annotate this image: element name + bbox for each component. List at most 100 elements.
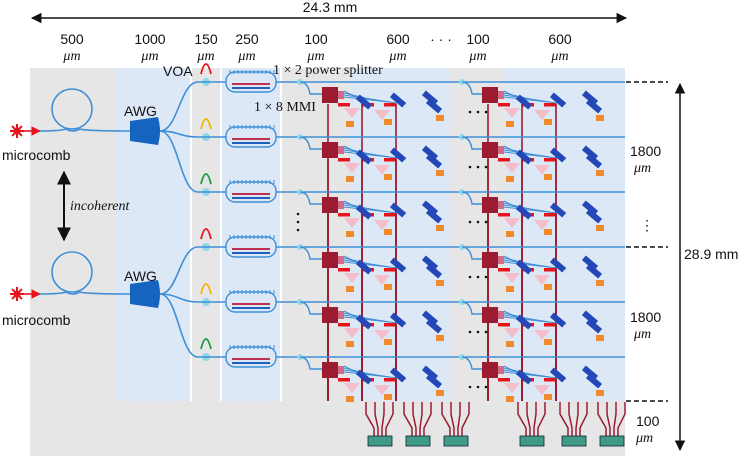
region-array-2 xyxy=(505,68,625,401)
pad-trace xyxy=(613,402,617,436)
phase-shifter-icon xyxy=(425,208,443,224)
row-5 xyxy=(198,338,625,402)
incoherent-label: incoherent xyxy=(70,199,130,214)
svg-text:μm: μm xyxy=(237,49,255,64)
bond-pad-group-1 xyxy=(403,402,432,447)
phase-shifter-icon xyxy=(581,365,599,381)
mmi-block-icon xyxy=(482,142,498,158)
detector-icon xyxy=(346,121,354,127)
splitter-label: 1 × 2 power splitter xyxy=(273,63,383,78)
region-gap xyxy=(450,68,505,401)
phase-shifter-icon xyxy=(355,259,373,275)
detector-icon xyxy=(436,225,444,231)
source-unit-0 xyxy=(10,81,199,193)
mmi-block-icon xyxy=(482,307,498,323)
detector-icon xyxy=(596,280,604,286)
phase-shifter-icon xyxy=(425,98,443,114)
ellipsis-dot xyxy=(484,110,488,114)
pad-trace xyxy=(579,402,588,436)
mmi-block-icon xyxy=(322,197,338,213)
photonic-circuit xyxy=(10,63,626,447)
pad-trace xyxy=(381,402,385,436)
ellipsis-dot xyxy=(476,110,480,114)
detector-icon xyxy=(506,176,514,182)
phase-shifter-icon xyxy=(585,153,603,169)
svg-text:μm: μm xyxy=(468,49,486,64)
phase-shifter-icon xyxy=(421,310,439,326)
detector-icon xyxy=(544,394,552,400)
microcomb-label-bottom: microcomb xyxy=(2,312,71,328)
detector-icon xyxy=(436,115,444,121)
detector-icon xyxy=(596,170,604,176)
pad-trace xyxy=(419,402,423,436)
ellipsis-dot xyxy=(468,220,472,224)
ellipsis-dot xyxy=(484,330,488,334)
phase-shifter-icon xyxy=(355,94,373,110)
phase-shifter-icon xyxy=(421,90,439,106)
mmi-label: 1 × 8 MMI xyxy=(254,100,316,115)
svg-text:100: 100 xyxy=(304,31,328,47)
detector-icon xyxy=(384,339,392,345)
pad-trace xyxy=(533,402,537,436)
detector-icon xyxy=(596,115,604,121)
svg-text:1000: 1000 xyxy=(134,31,165,47)
pad-trace xyxy=(597,402,607,436)
detector-icon xyxy=(544,229,552,235)
voa-label: VOA xyxy=(163,63,193,79)
phase-shifter-icon xyxy=(581,255,599,271)
pad-trace xyxy=(617,402,626,436)
region-splitter xyxy=(282,68,350,401)
spectrum-peak-icon xyxy=(200,173,212,185)
awg-label-bottom: AWG xyxy=(124,268,157,284)
laser-star-icon xyxy=(13,290,21,298)
detector-icon xyxy=(544,284,552,290)
bus-waveguide xyxy=(39,291,133,295)
mmi-block-icon xyxy=(322,307,338,323)
pad-trace xyxy=(606,402,611,436)
spectrum-peak-icon xyxy=(200,338,212,350)
unit-cell xyxy=(299,356,444,402)
phase-shifter-icon xyxy=(549,367,567,383)
detector-icon xyxy=(544,119,552,125)
bond-pad-group-4 xyxy=(559,402,588,447)
detector-icon xyxy=(506,121,514,127)
svg-text:μm: μm xyxy=(196,49,214,64)
mmi-block-icon xyxy=(322,362,338,378)
phase-shifter-icon xyxy=(355,149,373,165)
bond-pad-group-5 xyxy=(597,402,626,447)
svg-text:150: 150 xyxy=(194,31,218,47)
detector-icon xyxy=(384,119,392,125)
ellipsis-dot xyxy=(468,385,472,389)
phase-shifter-icon xyxy=(421,200,439,216)
bond-pad-group-3 xyxy=(517,402,546,447)
bond-pad-icon xyxy=(367,435,393,447)
detector-icon xyxy=(436,170,444,176)
svg-text:μm: μm xyxy=(306,49,324,64)
svg-text:μm: μm xyxy=(633,327,651,342)
unit-cell xyxy=(461,356,604,402)
mmi-block-icon xyxy=(322,142,338,158)
detector-icon xyxy=(506,341,514,347)
phase-shifter-icon xyxy=(515,314,533,330)
bond-pad-group-0 xyxy=(365,402,394,447)
region-array-1 xyxy=(350,68,450,401)
detector-icon xyxy=(506,396,514,402)
ring-resonator-icon xyxy=(51,251,93,293)
awg-output-waveguide xyxy=(159,81,199,132)
pad-trace xyxy=(457,402,461,436)
ellipsis-dot xyxy=(476,165,480,169)
detector-icon xyxy=(596,390,604,396)
region-grating xyxy=(222,68,280,401)
detector-icon xyxy=(506,231,514,237)
pad-trace xyxy=(575,402,579,436)
ellipsis-dot xyxy=(468,110,472,114)
unit-cell xyxy=(461,301,604,401)
detector-icon xyxy=(384,229,392,235)
phase-shifter-icon xyxy=(549,92,567,108)
